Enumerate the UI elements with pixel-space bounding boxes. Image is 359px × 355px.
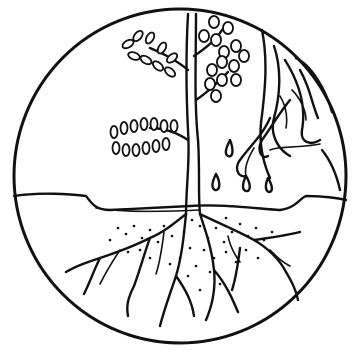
soil-speckles bbox=[109, 217, 274, 292]
droplet-1 bbox=[226, 140, 233, 156]
leaf-cluster-lower-left bbox=[111, 118, 178, 156]
root-system bbox=[66, 214, 300, 326]
rocky-bank bbox=[260, 30, 340, 190]
leaf-cluster-upper-right bbox=[199, 16, 249, 62]
leaf-cluster-middle-right bbox=[205, 56, 241, 102]
water-droplets bbox=[212, 140, 271, 192]
plant-stem bbox=[186, 14, 200, 214]
leaf-cluster-upper-left bbox=[121, 29, 179, 78]
droplet-4 bbox=[266, 178, 272, 192]
droplet-3 bbox=[243, 176, 250, 191]
droplet-2 bbox=[212, 174, 219, 190]
ground-line bbox=[14, 194, 346, 212]
